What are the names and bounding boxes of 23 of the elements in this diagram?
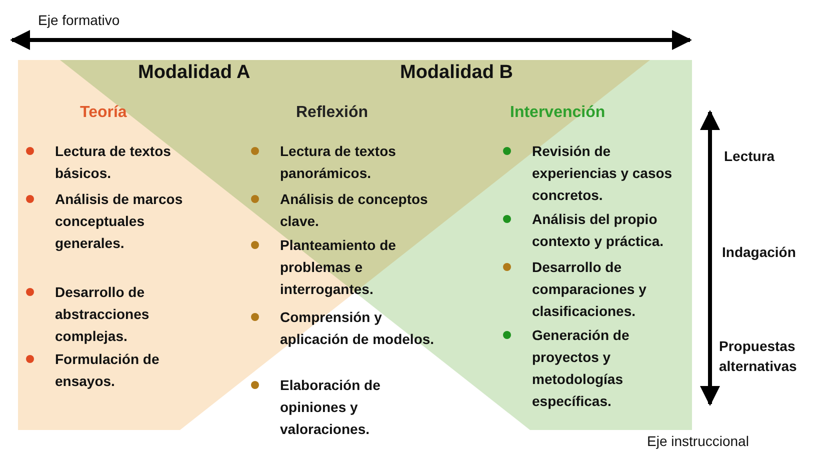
axis-label: Propuestas alternativas bbox=[719, 337, 798, 376]
modality-heading: Modalidad B bbox=[400, 62, 513, 84]
list-item: Formulación de ensayos. bbox=[55, 350, 160, 391]
list-item: Análisis de conceptos clave. bbox=[280, 190, 429, 231]
axis-label: Eje formativo bbox=[38, 11, 120, 30]
column-heading: Intervención bbox=[510, 103, 606, 123]
list-item: Desarrollo de comparaciones y clasificaciones. bbox=[532, 258, 648, 321]
list-item: Elaboración de opiniones y valoraciones. bbox=[280, 376, 382, 439]
modality-heading: Modalidad A bbox=[138, 62, 250, 84]
column-heading: Reflexión bbox=[296, 103, 368, 123]
list-item: Lectura de textos básicos. bbox=[55, 142, 172, 183]
axis-label: Lectura bbox=[724, 147, 776, 166]
list-item: Desarrollo de abstracciones complejas. bbox=[55, 283, 150, 346]
list-item: Análisis de marcos conceptuales generales. bbox=[55, 190, 184, 253]
axis-label: Indagación bbox=[722, 243, 797, 262]
list-item: Análisis del propio contexto y práctica. bbox=[532, 210, 664, 251]
list-item: Planteamiento de problemas e interrogantes. bbox=[280, 236, 397, 299]
list-item: Generación de proyectos y metodologías específicas. bbox=[532, 326, 630, 411]
list-item: Revisión de experiencias y casos concretos. bbox=[532, 142, 674, 205]
axis-label: Eje instruccional bbox=[647, 432, 749, 451]
list-item: Lectura de textos panorámicos. bbox=[280, 142, 397, 183]
column-heading: Teoría bbox=[80, 103, 127, 123]
list-item: Comprensión y aplicación de modelos. bbox=[280, 308, 436, 349]
